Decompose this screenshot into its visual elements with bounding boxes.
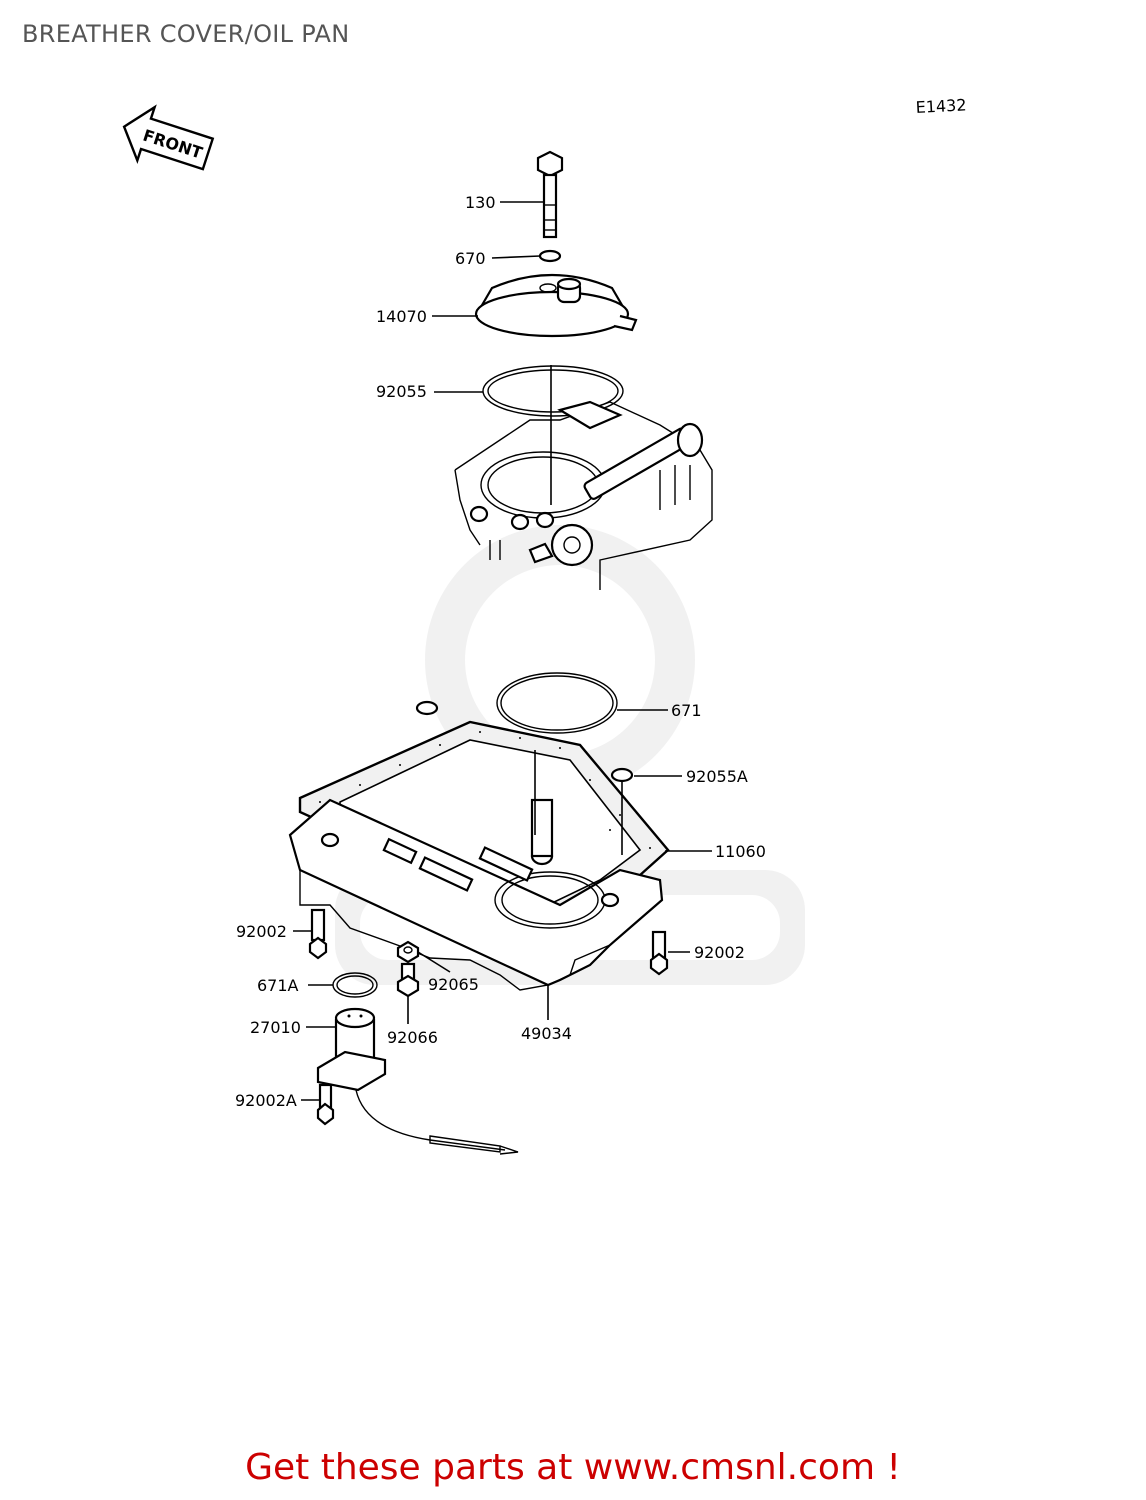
oil-pan-49034	[288, 798, 664, 991]
callout-92065: 92065	[428, 975, 479, 994]
page-title: BREATHER COVER/OIL PAN	[22, 20, 350, 48]
washer-670	[538, 249, 562, 263]
callout-27010: 27010	[250, 1018, 301, 1037]
o-ring-671	[496, 672, 618, 734]
callout-92002A: 92002A	[235, 1091, 297, 1110]
callout-92002-left: 92002	[236, 922, 287, 941]
diagram-code: E1432	[915, 95, 967, 117]
callout-670: 670	[455, 249, 486, 268]
drain-plug-92066	[396, 962, 420, 998]
bolt-92002-left	[308, 908, 328, 960]
washer-92065	[396, 940, 420, 964]
seal-left	[415, 700, 439, 716]
callout-92055: 92055	[376, 382, 427, 401]
gasket-11060	[298, 720, 670, 927]
bolt-92002A	[316, 1083, 335, 1126]
footer-link[interactable]: Get these parts at www.cmsnl.com !	[245, 1447, 901, 1488]
leader-lines	[293, 201, 712, 1101]
callout-671: 671	[671, 701, 702, 720]
callout-14070: 14070	[376, 307, 427, 326]
callout-92066: 92066	[387, 1028, 438, 1047]
callout-labels: 130 670 14070 92055 671 92055A 11060 920…	[235, 193, 766, 1110]
o-ring-671A	[332, 972, 378, 998]
oil-pressure-switch-27010	[316, 1007, 519, 1155]
bolt-130	[536, 150, 564, 239]
bolt-92002-right	[649, 930, 669, 976]
callout-92055A: 92055A	[686, 767, 748, 786]
gasket-92055	[482, 365, 624, 417]
front-arrow: FRONT	[122, 104, 215, 171]
callout-130: 130	[465, 193, 496, 212]
parts-diagram: E1432 FRONT	[122, 95, 967, 1155]
callout-92002-right: 92002	[694, 943, 745, 962]
callout-49034: 49034	[521, 1024, 572, 1043]
crankcase-section	[454, 400, 713, 590]
seal-92055A	[610, 767, 634, 783]
callout-671A: 671A	[257, 976, 299, 995]
callout-11060: 11060	[715, 842, 766, 861]
breather-cover-14070	[474, 273, 638, 338]
